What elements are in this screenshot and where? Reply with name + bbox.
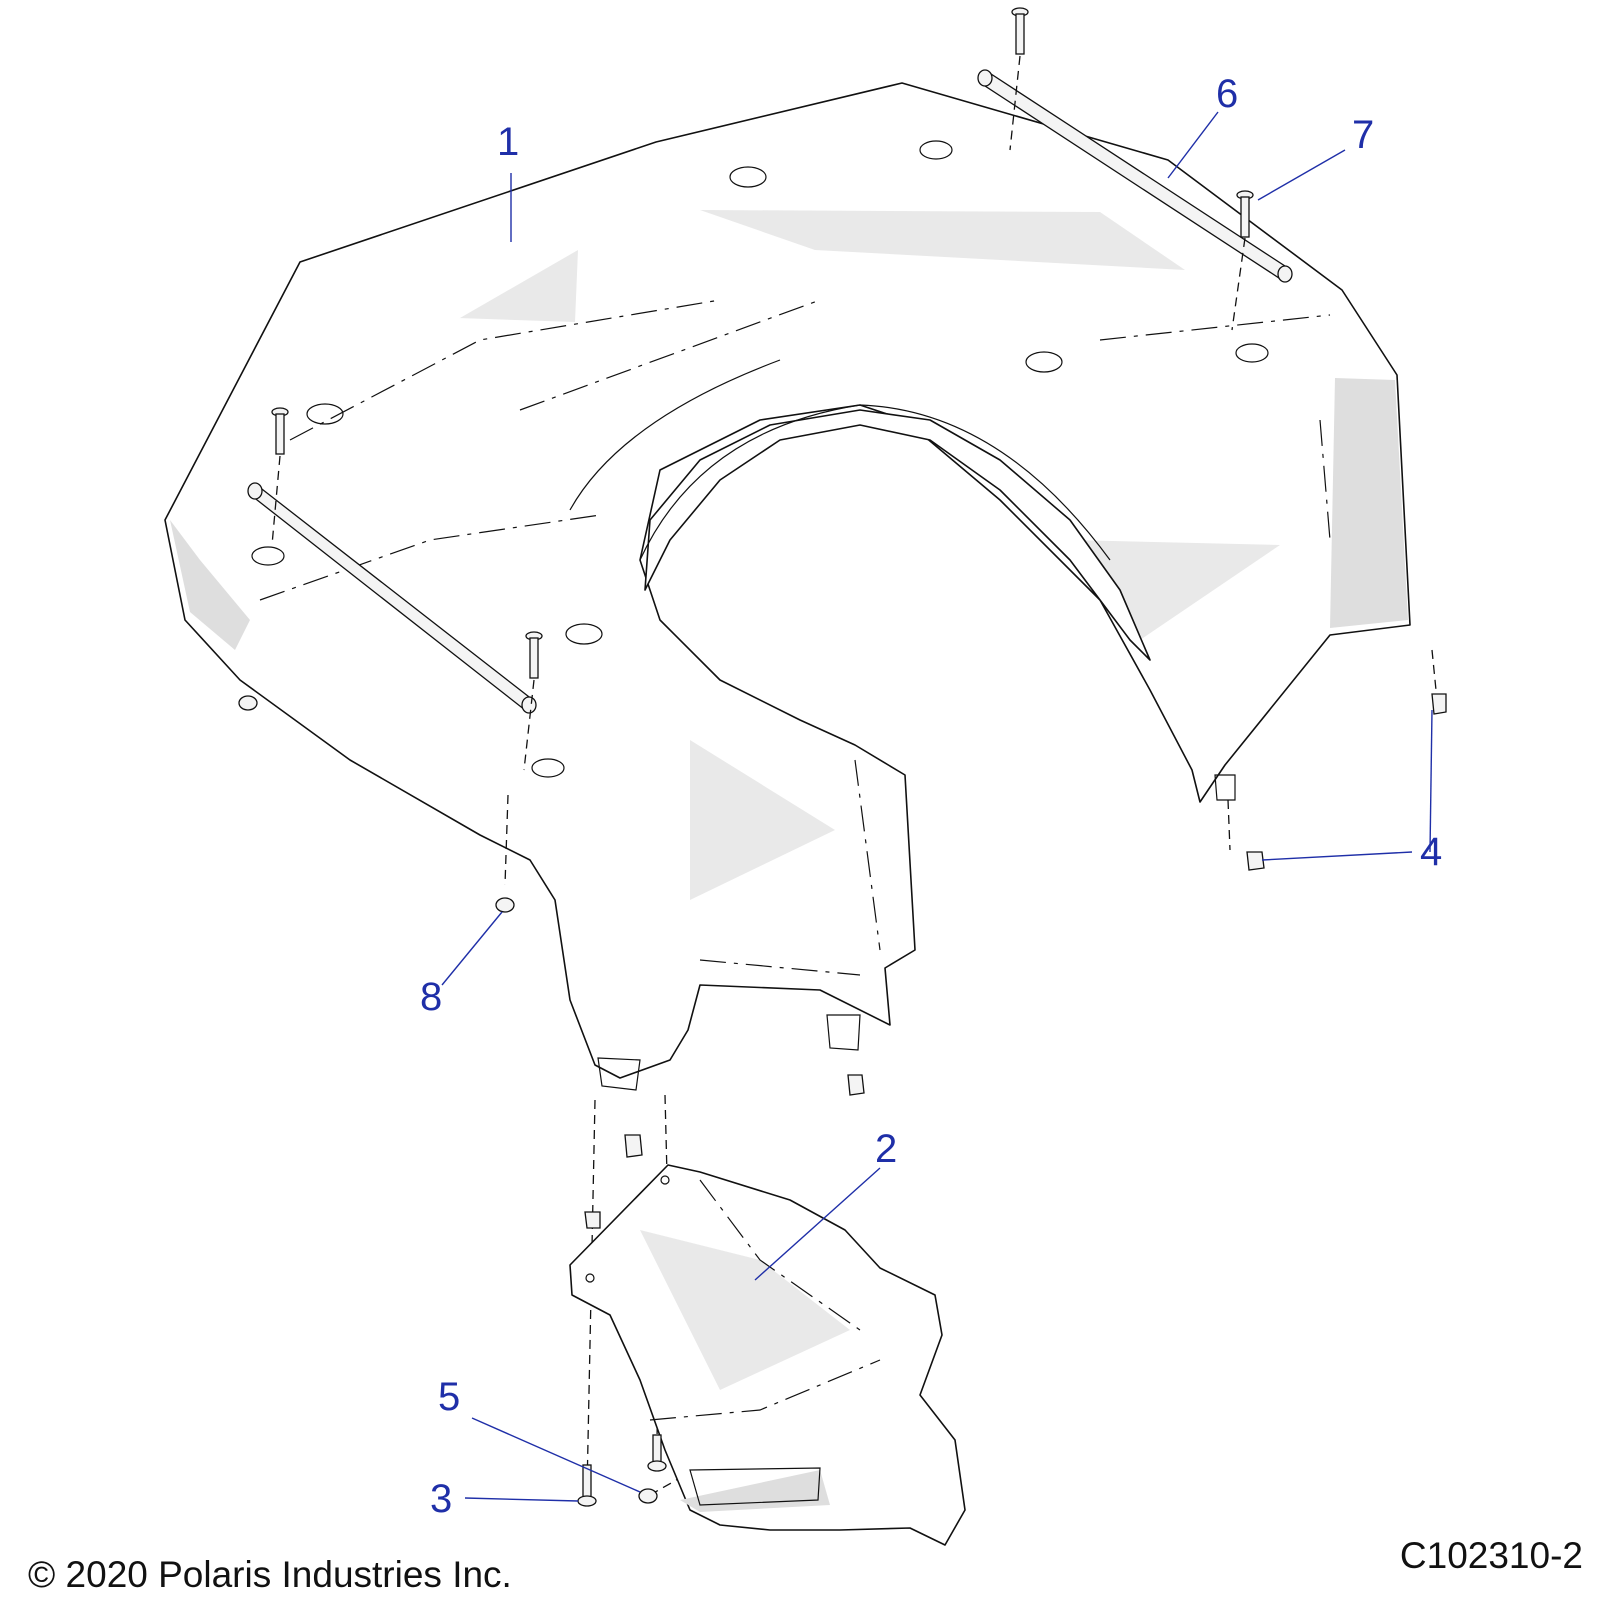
assembly-line (664, 1094, 668, 1176)
assembly-line (504, 794, 509, 886)
rear-fender-body (164, 82, 1411, 1091)
nut-5 (638, 1488, 658, 1504)
copyright-notice: © 2020 Polaris Industries Inc. (28, 1554, 512, 1595)
callout-5: 5 (438, 1375, 641, 1493)
callout-label: 8 (420, 975, 442, 1019)
callout-2: 2 (754, 1127, 897, 1281)
rack-tube-front (247, 482, 537, 714)
splash-guard (569, 1164, 966, 1546)
callout-4: 4 (1261, 709, 1442, 874)
clip-front-lower (624, 1134, 643, 1158)
callout-3: 3 (430, 1477, 579, 1521)
assembly-line (1227, 799, 1231, 851)
assembly-line (1431, 649, 1437, 691)
clip-4-upper (1431, 693, 1447, 715)
callout-label: 4 (1420, 830, 1442, 874)
screw-front-right (525, 631, 543, 679)
screw-7-top (1011, 7, 1029, 55)
callout-6: 6 (1167, 72, 1238, 179)
clip-front-mid (847, 1074, 865, 1096)
callout-label: 7 (1352, 113, 1374, 157)
callout-1: 1 (497, 120, 519, 242)
callout-label: 6 (1216, 72, 1238, 116)
push-nut-8 (495, 897, 515, 913)
assembly-line (1231, 237, 1246, 331)
figure-id: C102310-2 (1400, 1535, 1583, 1576)
callout-label: 5 (438, 1375, 460, 1419)
assembly-line (523, 679, 535, 771)
callout-label: 2 (875, 1127, 897, 1171)
screw-front-left (271, 407, 289, 455)
rack-tube-rear (977, 69, 1293, 283)
screw-7-right (1236, 190, 1254, 238)
clip-splash-top (584, 1211, 601, 1229)
screw-3-right (647, 1434, 667, 1472)
callout-label: 3 (430, 1477, 452, 1521)
clip-4-lower (1246, 851, 1265, 871)
push-nut-left (238, 695, 258, 711)
assembly-line (1009, 55, 1021, 151)
callout-8: 8 (420, 911, 503, 1019)
callout-7: 7 (1257, 113, 1374, 201)
callout-label: 1 (497, 120, 519, 164)
